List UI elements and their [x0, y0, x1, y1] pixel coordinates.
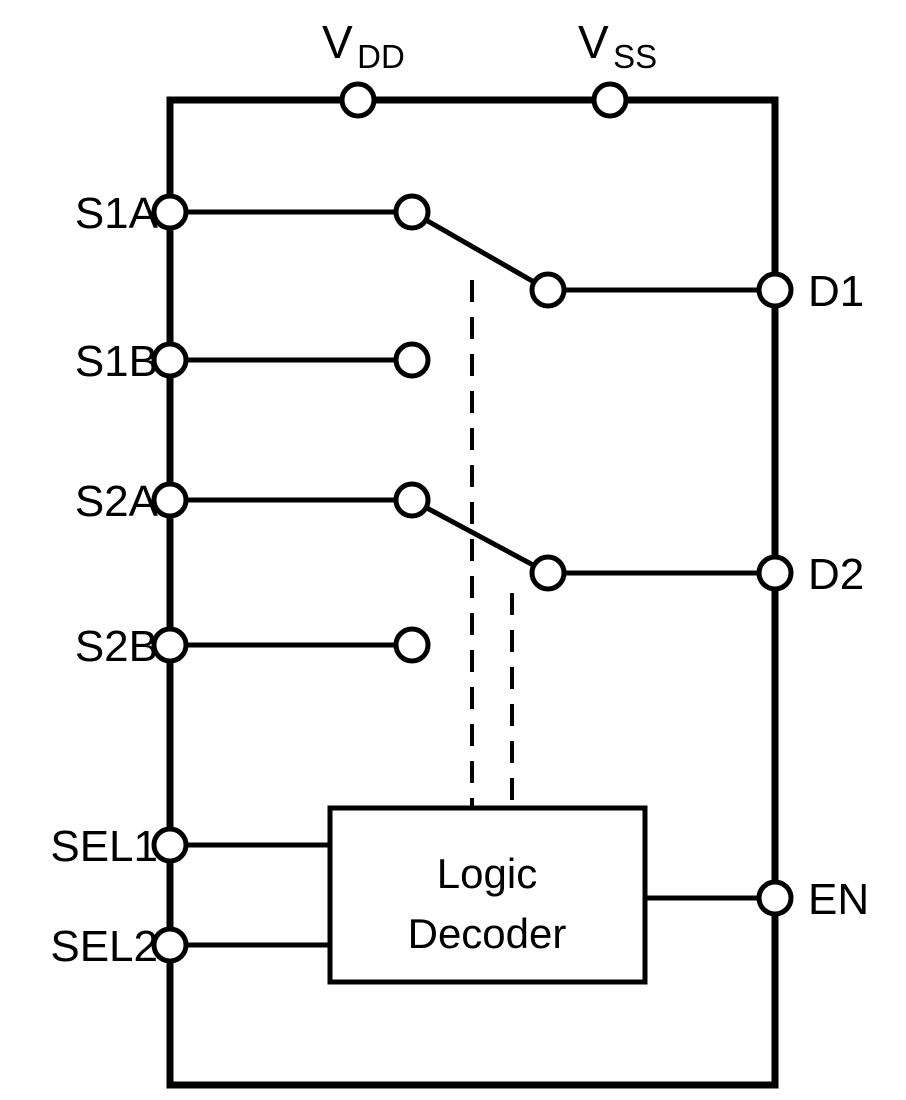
contact-s1b-pole	[393, 341, 431, 379]
pin-label-en: EN	[808, 875, 869, 924]
pin-circle-sel1	[151, 826, 189, 864]
vdd-label: V DD	[322, 16, 405, 75]
switch1-arm	[410, 209, 550, 293]
pin-circle-sel2	[151, 926, 189, 964]
vss-label: V SS	[578, 16, 657, 75]
pin-circle-d2	[756, 554, 794, 592]
contact-s2a-pole	[393, 481, 431, 519]
pin-label-s2a: S2A	[75, 477, 159, 526]
pin-label-d1: D1	[808, 267, 864, 316]
vdd-label-main: V	[322, 16, 353, 68]
pin-label-sel2: SEL2	[50, 922, 158, 971]
ic-package-outline	[166, 96, 779, 1089]
pin-label-d2: D2	[808, 550, 864, 599]
contact-s2b-pole	[393, 626, 431, 664]
pin-label-sel1: SEL1	[50, 822, 158, 871]
pin-circle-s2a	[151, 481, 189, 519]
pin-circle-d1	[756, 271, 794, 309]
pin-circle-s1a	[151, 193, 189, 231]
logic-decoder-block	[327, 805, 648, 985]
vss-label-sub: SS	[613, 38, 657, 75]
pin-circle-vss	[591, 81, 629, 119]
pin-label-s1b: S1B	[75, 337, 158, 386]
logic-decoder-label-line2: Decoder	[408, 910, 567, 957]
contact-d2-throw	[529, 554, 567, 592]
pin-circle-vdd	[339, 81, 377, 119]
pin-circle-s1b	[151, 341, 189, 379]
pin-circle-en	[756, 879, 794, 917]
vdd-label-sub: DD	[357, 38, 405, 75]
contact-d1-throw	[529, 271, 567, 309]
pin-circle-s2b	[151, 626, 189, 664]
vss-label-main: V	[578, 16, 609, 68]
switch2-arm	[410, 497, 550, 576]
contact-s1a-pole	[393, 193, 431, 231]
pin-label-s1a: S1A	[75, 189, 159, 238]
logic-decoder-label-line1: Logic	[437, 850, 537, 897]
pin-label-s2b: S2B	[75, 622, 158, 671]
